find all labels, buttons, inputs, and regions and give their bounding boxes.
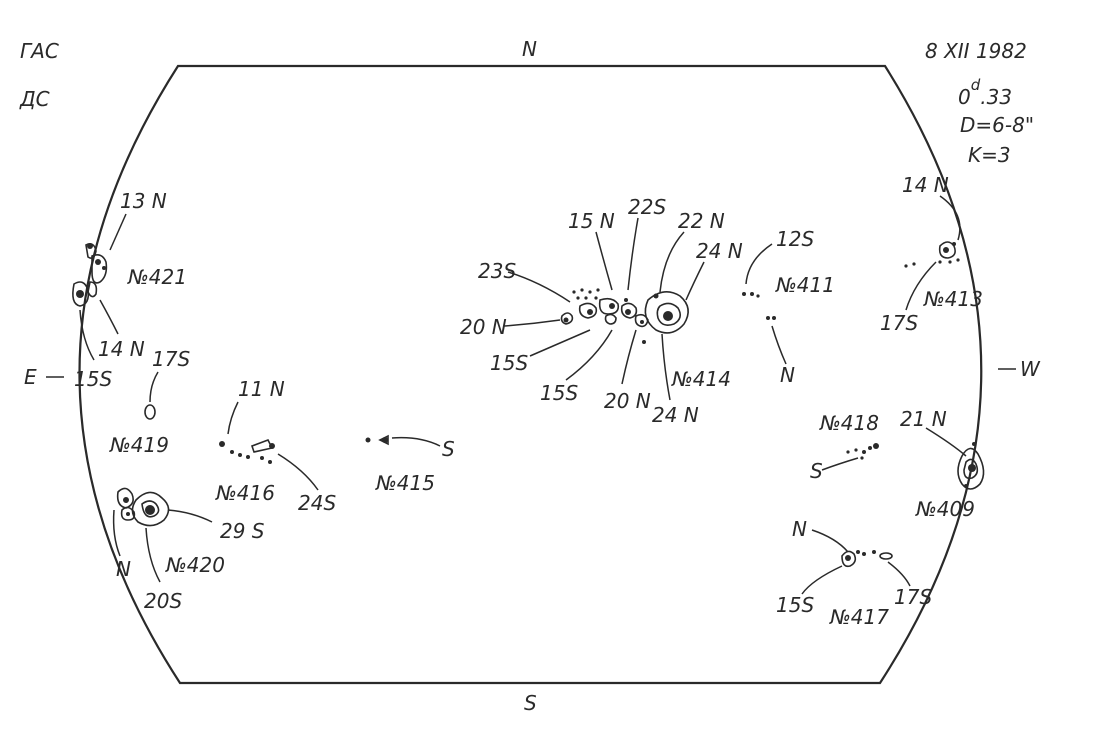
group-413: 14 N 17S №413 <box>880 173 983 335</box>
seeing-label: D=6-8" <box>960 113 1034 137</box>
group-414-label-2: 22S <box>628 195 666 219</box>
group-417-label-1: N <box>792 517 807 541</box>
group-411-label-2: N <box>780 363 795 387</box>
time-frac: .33 <box>980 85 1012 109</box>
group-421-label-3: 15S <box>74 367 112 391</box>
group-416-label-1: 11 N <box>238 377 285 401</box>
west-label: W <box>1020 357 1041 381</box>
group-414-label-7: 15S <box>490 351 528 375</box>
group-414-label-6: 20 N <box>460 315 507 339</box>
group-420-label-2: N <box>116 557 131 581</box>
group-417-label-2: 15S <box>776 593 814 617</box>
observatory-label: ГАС <box>20 39 59 63</box>
group-420: 29 S N 20S №420 <box>112 487 265 613</box>
group-418-number: №418 <box>819 411 879 435</box>
group-414-number: №414 <box>671 367 731 391</box>
group-417: N 15S 17S №417 <box>776 517 932 629</box>
group-415-number: №415 <box>375 471 435 495</box>
time-base: 0 <box>958 85 971 109</box>
group-413-label-2: 17S <box>880 311 918 335</box>
group-414-label-10: 24 N <box>652 403 699 427</box>
observation-time: 0d.33 <box>958 76 1012 109</box>
group-411: 12S N №411 <box>742 227 835 387</box>
group-421-label-2: 14 N <box>98 337 145 361</box>
group-415-label-1: S <box>442 437 455 461</box>
quality-label: K=3 <box>968 143 1011 167</box>
south-label: S <box>524 691 537 715</box>
solar-disk-outline <box>78 64 983 685</box>
group-421-number: №421 <box>127 265 187 289</box>
group-420-label-3: 20S <box>144 589 182 613</box>
group-414-label-5: 23S <box>478 259 516 283</box>
group-419: 17S №419 <box>109 347 190 457</box>
group-418: S №418 <box>810 411 879 483</box>
group-421: 13 N 14 N 15S №421 <box>72 189 187 391</box>
group-415: S №415 <box>365 434 455 495</box>
group-411-label-1: 12S <box>776 227 814 251</box>
group-417-number: №417 <box>829 605 889 629</box>
east-label: E <box>24 365 37 389</box>
group-419-number: №419 <box>109 433 169 457</box>
group-414-label-4: 24 N <box>696 239 743 263</box>
group-409-label-1: 21 N <box>900 407 947 431</box>
observation-date: 8 XII 1982 <box>925 39 1027 63</box>
group-411-number: №411 <box>775 273 835 297</box>
group-409-number: №409 <box>915 497 975 521</box>
group-417-label-3: 17S <box>894 585 932 609</box>
group-414-label-8: 15S <box>540 381 578 405</box>
group-414-label-3: 22 N <box>678 209 725 233</box>
group-420-number: №420 <box>165 553 225 577</box>
group-421-label-1: 13 N <box>120 189 167 213</box>
group-416-label-2: 24S <box>298 491 336 515</box>
group-413-number: №413 <box>923 287 983 311</box>
time-sup: d <box>971 76 981 94</box>
group-420-label-1: 29 S <box>220 519 265 543</box>
group-413-label-1: 14 N <box>902 173 949 197</box>
north-label: N <box>522 37 537 61</box>
group-416: 11 N 24S №416 <box>215 377 336 515</box>
group-419-label-1: 17S <box>152 347 190 371</box>
method-label: ДС <box>19 87 50 111</box>
group-418-label-1: S <box>810 459 823 483</box>
group-414: 15 N 22S 22 N 24 N 23S 20 N 15S 15S 20 N… <box>460 195 743 427</box>
group-416-number: №416 <box>215 481 275 505</box>
group-414-label-1: 15 N <box>568 209 615 233</box>
group-409: 21 N №409 <box>900 407 985 521</box>
group-414-label-9: 20 N <box>604 389 651 413</box>
